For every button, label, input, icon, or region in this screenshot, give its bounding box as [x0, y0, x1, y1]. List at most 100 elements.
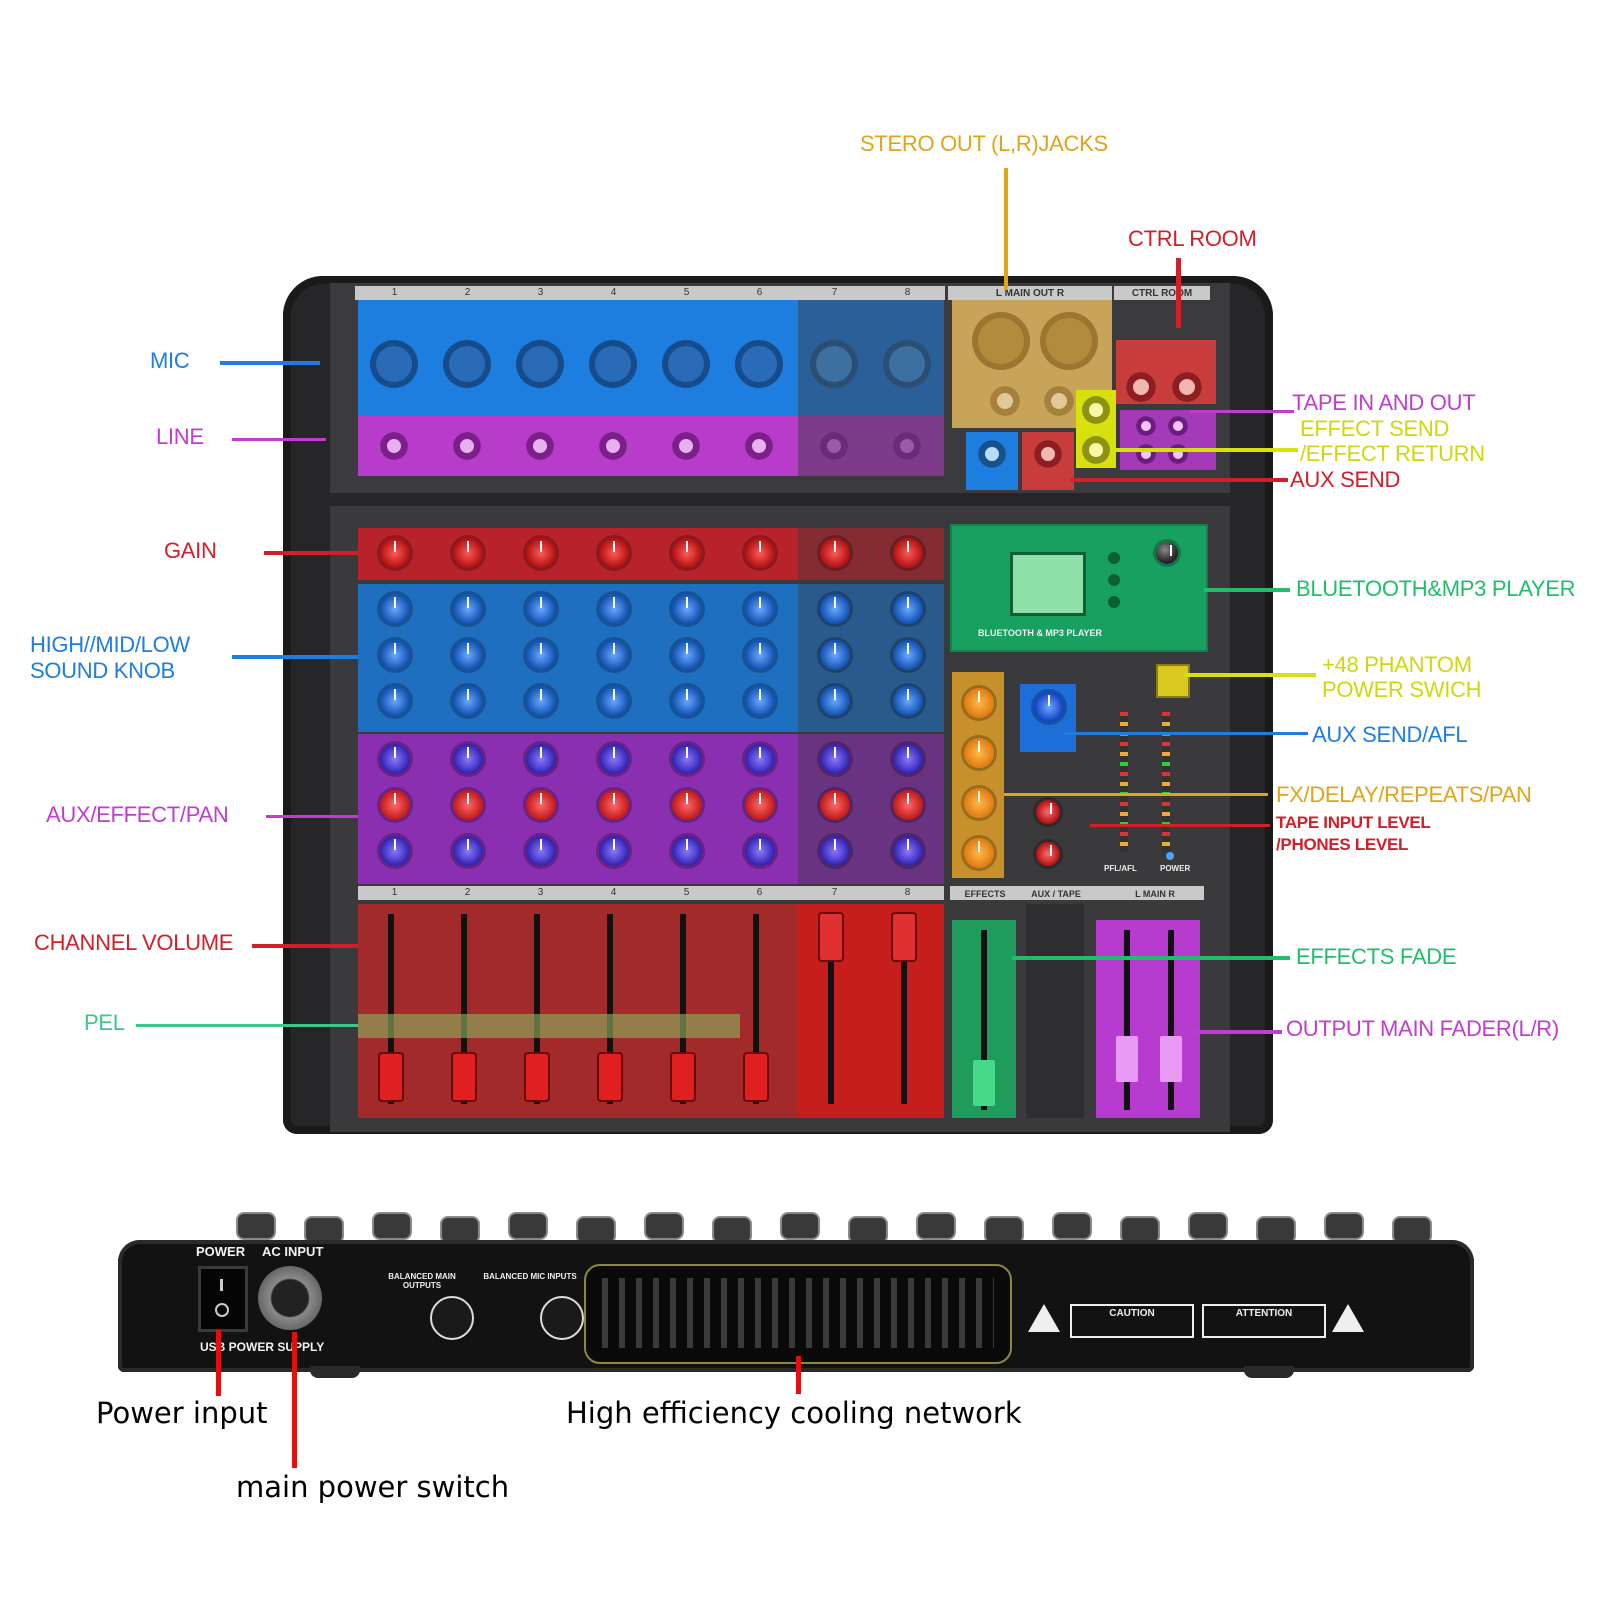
eq-high-knob-5[interactable] [672, 594, 702, 624]
eq-high-knob-8[interactable] [893, 594, 923, 624]
jack-out-left[interactable] [990, 386, 1020, 416]
effects-knob-1[interactable] [964, 688, 994, 718]
fx-knob-6[interactable] [745, 790, 775, 820]
eq-high-knob-4[interactable] [599, 594, 629, 624]
eq-low-knob-7[interactable] [820, 686, 850, 716]
tape-jack-1[interactable] [1136, 416, 1156, 436]
bt-button-2[interactable] [1108, 574, 1120, 586]
eq-low-knob-5[interactable] [672, 686, 702, 716]
gain-knob-1[interactable] [380, 538, 410, 568]
gain-knob-3[interactable] [526, 538, 556, 568]
tape-jack-3[interactable] [1136, 444, 1156, 464]
effects-knob-4[interactable] [964, 838, 994, 868]
effects-knob-3[interactable] [964, 788, 994, 818]
bt-button-3[interactable] [1108, 596, 1120, 608]
pan-knob-4[interactable] [599, 836, 629, 866]
line-jack-1[interactable] [380, 432, 408, 460]
mic-xlr-jack-3[interactable] [516, 340, 564, 388]
eq-low-knob-8[interactable] [893, 686, 923, 716]
xlr-out-right[interactable] [1040, 312, 1098, 370]
main-fader-cap-left[interactable] [1116, 1036, 1138, 1082]
phantom-power-switch[interactable] [1156, 664, 1190, 698]
fx-knob-5[interactable] [672, 790, 702, 820]
aux-knob-2[interactable] [453, 744, 483, 774]
ctrl-room-jack-right[interactable] [1172, 372, 1202, 402]
eq-mid-knob-1[interactable] [380, 640, 410, 670]
balanced-mic-input-jack[interactable] [540, 1296, 584, 1340]
eq-mid-knob-4[interactable] [599, 640, 629, 670]
balanced-main-output-jack[interactable] [430, 1296, 474, 1340]
gain-knob-4[interactable] [599, 538, 629, 568]
aux-send-jack[interactable] [1034, 440, 1062, 468]
tape-input-level-knob[interactable] [1036, 800, 1060, 824]
eq-mid-knob-7[interactable] [820, 640, 850, 670]
fader-cap-4[interactable] [599, 1054, 621, 1100]
effects-fader-cap[interactable] [973, 1060, 995, 1106]
mic-xlr-jack-1[interactable] [370, 340, 418, 388]
fx-knob-4[interactable] [599, 790, 629, 820]
aux-knob-1[interactable] [380, 744, 410, 774]
eq-high-knob-2[interactable] [453, 594, 483, 624]
fx-knob-2[interactable] [453, 790, 483, 820]
eq-mid-knob-3[interactable] [526, 640, 556, 670]
mic-xlr-jack-5[interactable] [662, 340, 710, 388]
phones-jack[interactable] [978, 440, 1006, 468]
xlr-out-left[interactable] [972, 312, 1030, 370]
aux-knob-4[interactable] [599, 744, 629, 774]
rear-power-switch[interactable] [198, 1266, 248, 1332]
mic-xlr-jack-2[interactable] [443, 340, 491, 388]
tape-jack-2[interactable] [1168, 416, 1188, 436]
pan-knob-1[interactable] [380, 836, 410, 866]
gain-knob-7[interactable] [820, 538, 850, 568]
fader-cap-6[interactable] [745, 1054, 767, 1100]
eq-high-knob-3[interactable] [526, 594, 556, 624]
effect-send-jack[interactable] [1082, 396, 1110, 424]
aux-send-afl-knob[interactable] [1034, 692, 1064, 722]
line-jack-3[interactable] [526, 432, 554, 460]
effects-knob-2[interactable] [964, 738, 994, 768]
eq-mid-knob-6[interactable] [745, 640, 775, 670]
aux-knob-5[interactable] [672, 744, 702, 774]
eq-high-knob-7[interactable] [820, 594, 850, 624]
fader-cap-3[interactable] [526, 1054, 548, 1100]
gain-knob-2[interactable] [453, 538, 483, 568]
effect-return-jack[interactable] [1082, 436, 1110, 464]
mic-xlr-jack-4[interactable] [589, 340, 637, 388]
bt-volume-knob[interactable] [1156, 542, 1178, 564]
fx-knob-8[interactable] [893, 790, 923, 820]
eq-low-knob-1[interactable] [380, 686, 410, 716]
aux-knob-8[interactable] [893, 744, 923, 774]
fader-cap-5[interactable] [672, 1054, 694, 1100]
eq-mid-knob-8[interactable] [893, 640, 923, 670]
fx-knob-1[interactable] [380, 790, 410, 820]
line-jack-2[interactable] [453, 432, 481, 460]
main-fader-cap-right[interactable] [1160, 1036, 1182, 1082]
pan-knob-2[interactable] [453, 836, 483, 866]
eq-mid-knob-2[interactable] [453, 640, 483, 670]
line-jack-5[interactable] [672, 432, 700, 460]
pan-knob-8[interactable] [893, 836, 923, 866]
mic-xlr-jack-8[interactable] [883, 340, 931, 388]
eq-low-knob-6[interactable] [745, 686, 775, 716]
gain-knob-6[interactable] [745, 538, 775, 568]
aux-knob-6[interactable] [745, 744, 775, 774]
fader-cap-7[interactable] [820, 914, 842, 960]
fader-cap-1[interactable] [380, 1054, 402, 1100]
aux-knob-7[interactable] [820, 744, 850, 774]
gain-knob-5[interactable] [672, 538, 702, 568]
eq-high-knob-1[interactable] [380, 594, 410, 624]
line-jack-4[interactable] [599, 432, 627, 460]
pan-knob-7[interactable] [820, 836, 850, 866]
ctrl-room-jack-left[interactable] [1126, 372, 1156, 402]
pan-knob-5[interactable] [672, 836, 702, 866]
line-jack-8[interactable] [893, 432, 921, 460]
pan-knob-3[interactable] [526, 836, 556, 866]
eq-low-knob-4[interactable] [599, 686, 629, 716]
eq-low-knob-2[interactable] [453, 686, 483, 716]
mic-xlr-jack-6[interactable] [735, 340, 783, 388]
phones-level-knob[interactable] [1036, 842, 1060, 866]
eq-low-knob-3[interactable] [526, 686, 556, 716]
gain-knob-8[interactable] [893, 538, 923, 568]
eq-high-knob-6[interactable] [745, 594, 775, 624]
fader-cap-8[interactable] [893, 914, 915, 960]
